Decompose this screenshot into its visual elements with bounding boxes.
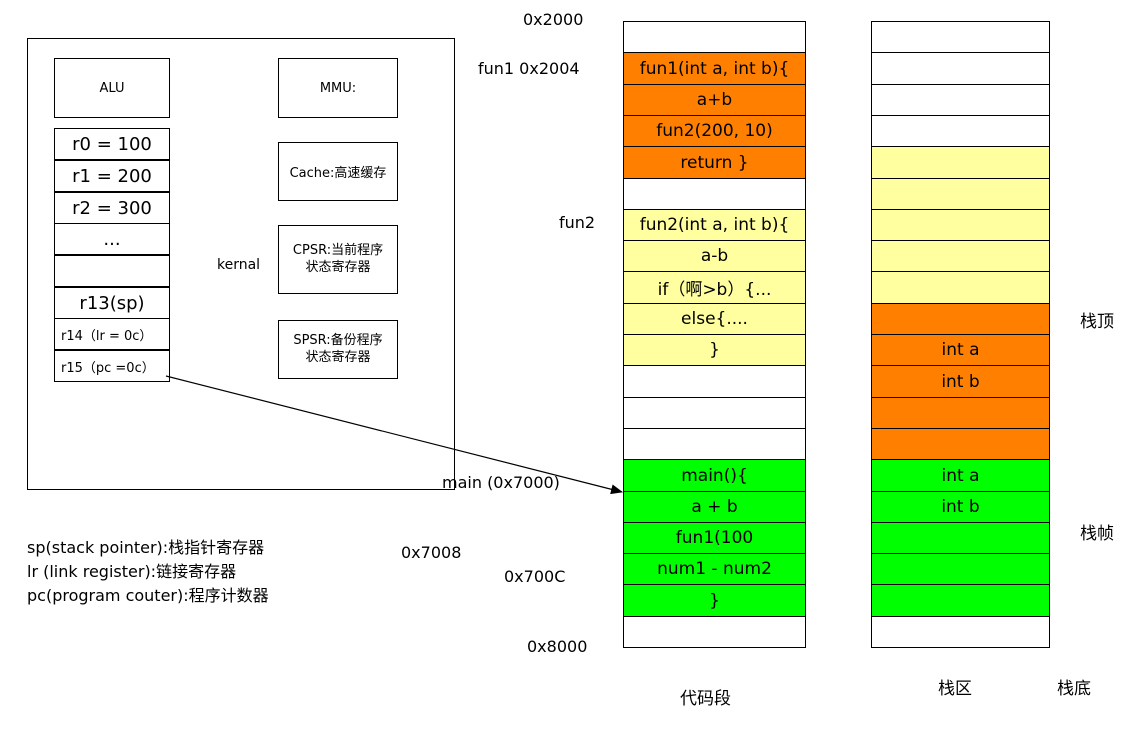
code-cell	[623, 365, 806, 398]
code-cell: if（啊>b）{...	[623, 271, 806, 304]
alu-label: ALU	[99, 80, 125, 96]
register-cell: r0 = 100	[54, 128, 170, 160]
code-cell	[623, 616, 806, 648]
address-fun2: fun2	[559, 213, 596, 232]
stack-cell	[871, 209, 1050, 241]
legend-sp: sp(stack pointer):栈指针寄存器	[27, 538, 265, 557]
code-cell	[623, 397, 806, 429]
pc-arrow-line	[165, 375, 623, 495]
code-cell: a-b	[623, 240, 806, 272]
code-cell: fun2(int a, int b){	[623, 209, 806, 241]
spsr-label-line2: 状态寄存器	[305, 349, 371, 365]
code-cell: main(){	[623, 459, 806, 492]
address-0x7008: 0x7008	[401, 543, 462, 562]
stack-cell	[871, 240, 1050, 272]
register-cell: r2 = 300	[54, 192, 170, 224]
stack-cell	[871, 584, 1050, 617]
code-cell: return }	[623, 146, 806, 179]
address-0x8000: 0x8000	[527, 637, 588, 656]
stack-frame-label: 栈帧	[1080, 524, 1114, 544]
stack-cell: int a	[871, 334, 1050, 366]
register-cell: ...	[54, 223, 170, 255]
cpsr-label-line2: 状态寄存器	[305, 259, 371, 275]
address-0x700c: 0x700C	[504, 567, 566, 586]
code-cell	[623, 428, 806, 460]
cpsr-box: CPSR:当前程序 状态寄存器	[278, 225, 398, 294]
stack-bottom-label: 栈底	[1057, 679, 1091, 699]
kernal-label: kernal	[217, 257, 261, 273]
register-cell: r14（lr = 0c）	[54, 318, 170, 350]
legend-lr: lr (link register):链接寄存器	[27, 562, 237, 581]
stack-cell	[871, 397, 1050, 429]
alu-box: ALU	[54, 58, 170, 118]
code-cell: else{....	[623, 303, 806, 335]
register-cell: r15（pc =0c）	[54, 350, 170, 382]
spsr-label-line1: SPSR:备份程序	[293, 333, 383, 349]
stack-cell	[871, 84, 1050, 116]
address-fun1: fun1 0x2004	[478, 59, 580, 78]
stack-cell	[871, 616, 1050, 648]
code-cell: a+b	[623, 84, 806, 116]
code-segment-label: 代码段	[680, 689, 731, 709]
mmu-label: MMU:	[319, 80, 357, 96]
legend-pc: pc(program couter):程序计数器	[27, 586, 269, 605]
register-cell: r13(sp)	[54, 287, 170, 319]
cache-box: Cache:高速缓存	[278, 142, 398, 201]
cache-label: Cache:高速缓存	[289, 166, 387, 181]
address-main: main (0x7000)	[442, 473, 560, 492]
address-0x2000: 0x2000	[523, 10, 584, 29]
legend: sp(stack pointer):栈指针寄存器 lr (link regist…	[27, 536, 269, 608]
register-cell: r1 = 200	[54, 160, 170, 192]
code-cell: fun1(int a, int b){	[623, 52, 806, 85]
mmu-box: MMU:	[278, 58, 398, 118]
cpsr-label-line1: CPSR:当前程序	[292, 243, 384, 259]
stack-cell	[871, 52, 1050, 85]
stack-top-label: 栈顶	[1080, 312, 1114, 332]
register-cell	[54, 255, 170, 287]
code-cell: num1 - num2	[623, 553, 806, 585]
stack-cell	[871, 178, 1050, 210]
stack-cell: int a	[871, 459, 1050, 492]
stack-cell: int b	[871, 491, 1050, 523]
stack-area-label: 栈区	[938, 679, 972, 699]
spsr-box: SPSR:备份程序 状态寄存器	[278, 320, 398, 379]
code-cell: }	[623, 334, 806, 366]
stack-cell	[871, 303, 1050, 335]
stack-cell	[871, 428, 1050, 460]
